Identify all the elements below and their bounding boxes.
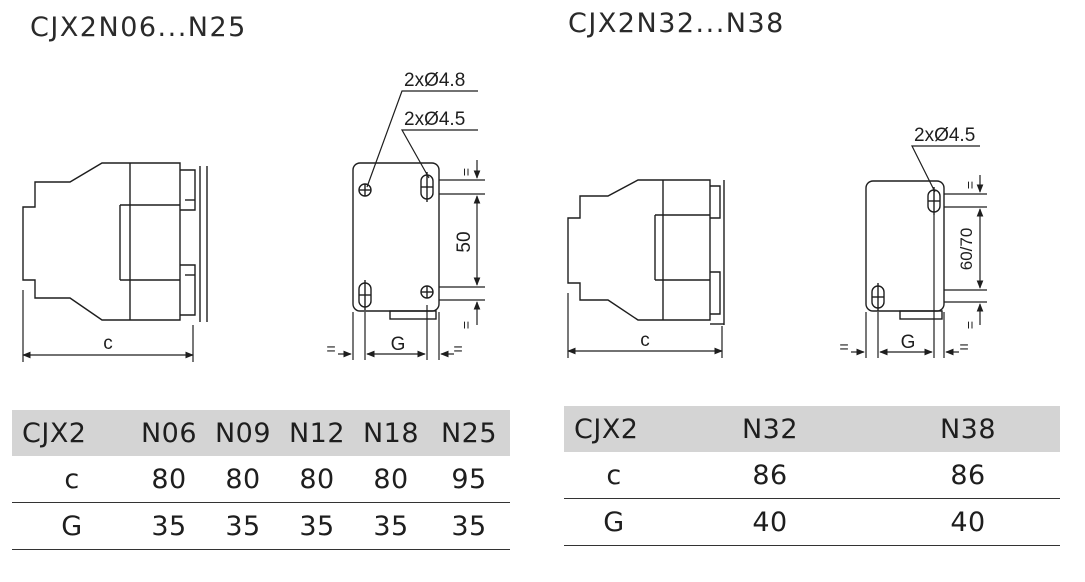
eq-mark-bottom-right: =: [962, 321, 978, 329]
dim-height-label-left: 50: [454, 231, 475, 252]
dimension-table-right: CJX2 N32 N38 c 86 86 G 40 40: [564, 406, 1060, 546]
front-view-right: [865, 180, 945, 320]
hole-label-a-right: 2xØ4.5: [914, 125, 975, 146]
eq-mark-top-right: =: [962, 181, 978, 189]
table-header-row: CJX2 N32 N38: [564, 406, 1060, 452]
table-cell: 80: [206, 456, 280, 503]
table-header-cell: N18: [354, 410, 428, 456]
dim-c-label-left: c: [103, 333, 113, 354]
table-cell: 35: [280, 502, 354, 550]
table-cell: c: [564, 452, 664, 499]
side-view-right: [567, 179, 725, 325]
table-header-cell: N09: [206, 410, 280, 456]
table-row: G 35 35 35 35 35: [12, 502, 510, 550]
table-row: c 80 80 80 80 95: [12, 456, 510, 503]
eq-mark-g2-right: =: [959, 339, 968, 356]
dimension-table-left: CJX2 N06 N09 N12 N18 N25 c 80 80 80 80 9…: [12, 410, 510, 550]
dim-c-label-right: c: [640, 330, 650, 351]
side-view-left: [22, 162, 208, 322]
series-title-left: CJX2N06...N25: [30, 12, 247, 43]
dimension-g-right: [851, 215, 959, 358]
table-header-row: CJX2 N06 N09 N12 N18 N25: [12, 410, 510, 456]
dimension-drawings: c 2xØ4.8 2xØ4.5 50 = =: [22, 70, 987, 362]
table-cell: G: [564, 498, 664, 546]
dim-height-label-right: 60/70: [957, 228, 976, 271]
front-view-left: [352, 162, 440, 320]
table-cell: 35: [132, 502, 206, 550]
table-cell: 86: [876, 452, 1060, 499]
leader-right: [911, 145, 980, 193]
table-header-cell: N06: [132, 410, 206, 456]
eq-mark-g2-left: =: [453, 341, 462, 358]
hole-label-b-left: 2xØ4.5: [404, 109, 465, 130]
table-cell: 80: [354, 456, 428, 503]
table-cell: 86: [664, 452, 876, 499]
table-cell: 35: [428, 502, 510, 550]
table-cell: 40: [876, 498, 1060, 546]
table-row: G 40 40: [564, 498, 1060, 546]
table-header-cell: N32: [664, 406, 876, 452]
table-header-cell: N12: [280, 410, 354, 456]
table-cell: G: [12, 502, 132, 550]
table-cell: 40: [664, 498, 876, 546]
table-header-cell: N25: [428, 410, 510, 456]
dimension-c-right: [567, 293, 723, 358]
table-cell: 35: [354, 502, 428, 550]
series-title-right: CJX2N32...N38: [568, 8, 785, 39]
eq-mark-bottom-left: =: [458, 321, 474, 329]
table-cell: 80: [132, 456, 206, 503]
dimension-g-left: [338, 305, 454, 360]
table-row: c 86 86: [564, 452, 1060, 499]
table-cell: 95: [428, 456, 510, 503]
table-header-cell: N38: [876, 406, 1060, 452]
dimension-50-left: [439, 160, 485, 325]
dimension-c-left: [22, 290, 194, 362]
table-header-cell: CJX2: [12, 410, 132, 456]
dim-g-label-left: G: [391, 334, 406, 355]
eq-mark-g1-right: =: [839, 339, 848, 356]
eq-mark-top-left: =: [458, 168, 474, 176]
table-cell: 80: [280, 456, 354, 503]
table-cell: 35: [206, 502, 280, 550]
table-cell: c: [12, 456, 132, 503]
table-header-cell: CJX2: [564, 406, 664, 452]
eq-mark-g1-left: =: [326, 341, 335, 358]
dimension-6070-right: [944, 175, 987, 325]
dim-g-label-right: G: [901, 332, 916, 353]
leaders-left: [366, 90, 478, 188]
hole-label-a-left: 2xØ4.8: [404, 70, 465, 91]
